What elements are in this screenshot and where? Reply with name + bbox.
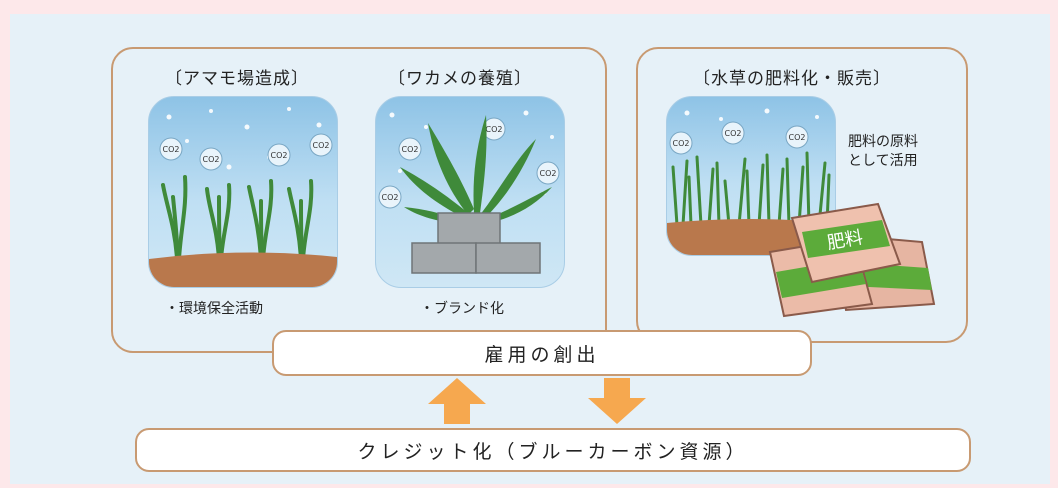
- co2-label: CO2: [402, 145, 419, 154]
- title-fertilizer: 〔水草の肥料化・販売〕: [693, 69, 891, 89]
- up-arrow-icon: [428, 378, 486, 424]
- down-arrow-icon: [588, 378, 646, 424]
- title-wakame: 〔ワカメの養殖〕: [388, 69, 532, 89]
- co2-label: CO2: [271, 151, 288, 160]
- blue-carbon-credit-box: クレジット化（ブルーカーボン資源）: [135, 428, 971, 472]
- caption-branding: ・ブランド化: [420, 301, 504, 317]
- fertilizer-bag-front: 肥料: [790, 202, 902, 284]
- co2-label: CO2: [673, 139, 690, 148]
- co2-label: CO2: [540, 169, 557, 178]
- fertilizer-bags: 肥料: [768, 202, 936, 318]
- co2-label: CO2: [203, 155, 220, 164]
- seabed: [149, 252, 337, 287]
- fertilizer-note-line2: として活用: [848, 153, 918, 169]
- caption-environment: ・環境保全活動: [165, 301, 263, 317]
- concrete-blocks: [411, 212, 541, 274]
- eelgrass-plants: [161, 175, 314, 261]
- seabed: [667, 219, 835, 255]
- co2-label: CO2: [163, 145, 180, 154]
- co2-label: CO2: [789, 133, 806, 142]
- bubbles: [166, 107, 322, 170]
- employment-creation-box: 雇用の創出: [272, 330, 812, 376]
- title-eelgrass: 〔アマモ場造成〕: [165, 69, 309, 89]
- wakame-plants: [400, 115, 552, 223]
- co2-label: CO2: [486, 125, 503, 134]
- co2-label: CO2: [725, 129, 742, 138]
- bubbles: [684, 108, 819, 121]
- co2-label: CO2: [382, 193, 399, 202]
- fertilizer-note-line1: 肥料の原料: [848, 134, 918, 150]
- co2-label: CO2: [313, 141, 330, 150]
